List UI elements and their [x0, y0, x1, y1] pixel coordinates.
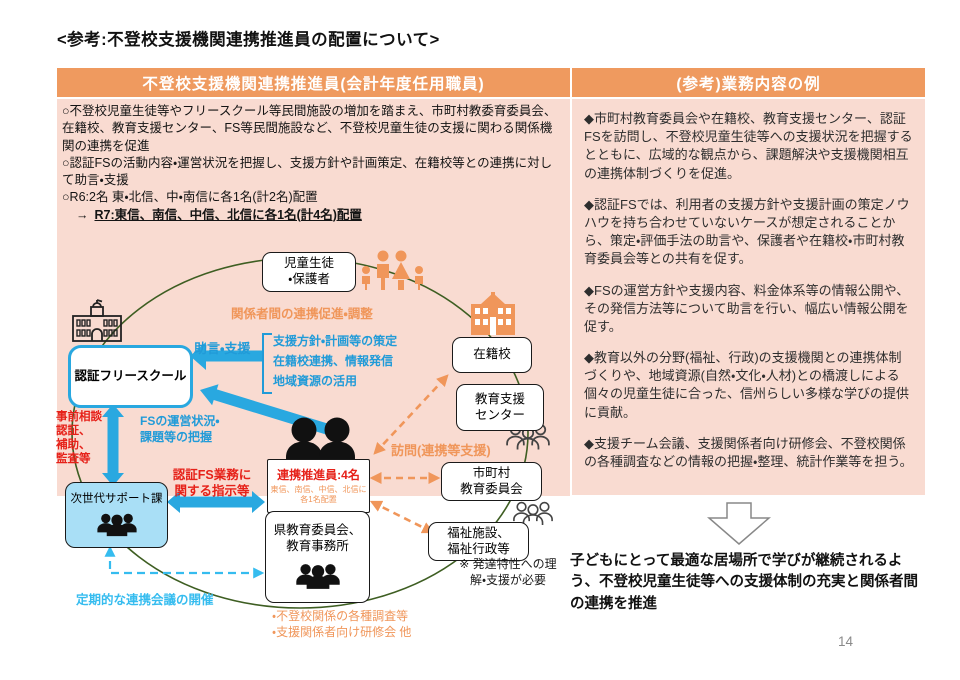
jisedai-label: 次世代サポート課 [70, 493, 163, 506]
arrow-houmon-fukushi [369, 500, 435, 534]
biz-paragraph-4: ◆教育以外の分野(福祉、行政)の支援機関との連携体制づくりや、地域資源(自然・文… [584, 350, 910, 420]
page-title: <参考:不登校支援機関連携推進員の配置について> [57, 31, 440, 49]
people-group-icon [96, 513, 137, 536]
label-jizen-soudan: 事前相談 認証、 補助、 監査等 [56, 411, 102, 466]
down-block-arrow-icon [706, 502, 772, 545]
arrow-houmon-zaisekikou [373, 374, 449, 455]
school-filled-icon [471, 292, 515, 335]
person-icon [319, 417, 355, 462]
arrow-jizen-soudan [102, 404, 124, 486]
people-group-icon [295, 563, 340, 589]
box-ninshou-free-school: 認証フリースクール [68, 345, 193, 408]
person-icon [286, 417, 322, 462]
box-kyouiku-shien-center: 教育支援 センター [456, 384, 544, 431]
diagram-connector-layer [71, 257, 529, 609]
bracket-item-1: 支援方針・計画等の策定 [273, 334, 398, 348]
bullet-2: ○認証FSの活動内容・運営状況を把握し、支援方針や計画策定、在籍校等との連携に対… [62, 155, 553, 187]
suishinin-title: 連携推進員:4名 [277, 467, 360, 482]
box-renkei-suishinin: 連携推進員:4名 東信、南信、中信、北信に 各1名配置 [267, 459, 370, 513]
biz-paragraph-1: ◆市町村教育委員会や在籍校、教育支援センター、認証FSを訪問し、不登校児童生徒等… [584, 111, 913, 181]
label-bracket-list: 支援方針・計画等の策定 在籍校連携、情報発信 地域資源の活用 [273, 331, 397, 391]
label-houmon: 訪問(連携等支援) [391, 443, 491, 458]
bullet-3: ○R6:2名 東・北信、中・南信に各1名(計2名)配置 [62, 190, 318, 205]
people-outline-icon [513, 501, 553, 525]
page-number: 14 [838, 634, 854, 649]
bracket-shape [262, 333, 272, 394]
box-jidou-seito: 児童生徒 ・保護者 [262, 252, 356, 292]
arrow-shiji [167, 491, 265, 513]
label-kankeisha: 関係者間の連携促進・調整 [231, 307, 373, 321]
box-fukushi: 福祉施設、 福祉行政等 [428, 522, 529, 561]
right-panel-body [572, 99, 925, 495]
r7-arrow: → [76, 207, 89, 222]
arrow-jogen-shien [190, 342, 263, 370]
right-panel-header: (参考)業務内容の例 [572, 68, 925, 97]
business-content-list: ◆市町村教育委員会や在籍校、教育支援センター、認証FSを訪問し、不登校児童生徒等… [584, 110, 914, 484]
r7-text: R7:東信、南信、中信、北信に各1名(計4名)配置 [94, 207, 362, 222]
label-chousa-notes: ・不登校関係の各種調査等 ・支援関係者向け研修会 他 [272, 609, 412, 640]
family-icon [362, 250, 423, 290]
bullet-1: ○不登校児童生徒等やフリースクール等民間施設の増加を踏まえ、市町村教委育委員会、… [62, 104, 557, 153]
box-jisedai-support-ka: 次世代サポート課 [65, 482, 168, 548]
bracket-item-3: 地域資源の活用 [273, 374, 358, 388]
biz-paragraph-5: ◆支援チーム会議、支援関係者向け研修会、不登校関係の各種調査などの情報の把握・整… [584, 435, 913, 469]
suishinin-sub: 東信、南信、中信、北信に 各1名配置 [270, 484, 367, 504]
label-fs-unei: FSの運営状況・ 課題等の把握 [140, 414, 220, 445]
label-jogen-shien: 助言・支援 [194, 341, 251, 356]
bracket-item-2: 在籍校連携、情報発信 [273, 354, 394, 368]
bullet-r7: → R7:東信、南信、中信、北信に各1名(計4名)配置 [62, 207, 563, 224]
school-outline-icon [72, 299, 122, 342]
kenkyoi-label: 県教育委員会、 教育事務所 [273, 523, 362, 553]
biz-paragraph-3: ◆FSの運営方針や支援内容、料金体系等の情報公開や、その発信方法等について助言を… [584, 282, 910, 334]
left-panel-header: 不登校支援機関連携推進員(会計年度任用職員) [57, 68, 570, 97]
box-ken-kyouiku-iinkai: 県教育委員会、 教育事務所 [265, 511, 370, 603]
biz-paragraph-2: ◆認証FSでは、利用者の支援方針や支援計画の策定ノウハウを持ち合わせていないケー… [584, 196, 910, 267]
conclusion-text: 子どもにとって最適な居場所で学びが継続されるよう、不登校児童生徒等への支援体制の… [570, 553, 918, 612]
label-ninshou-fs-gyoumu: 認証FS業務に 関する指示等 [172, 468, 252, 498]
box-shichouson-kyouiku-iinkai: 市町村 教育委員会 [441, 462, 542, 501]
label-teikiteki: 定期的な連携会議の開催 [76, 593, 214, 607]
label-hattatsu-note: ※ 発達特性への理 解・支援が必要 [459, 557, 557, 587]
left-panel-bullets: ○不登校児童生徒等やフリースクール等民間施設の増加を踏まえ、市町村教委育委員会、… [62, 103, 563, 224]
box-zaisekikou: 在籍校 [452, 337, 532, 373]
